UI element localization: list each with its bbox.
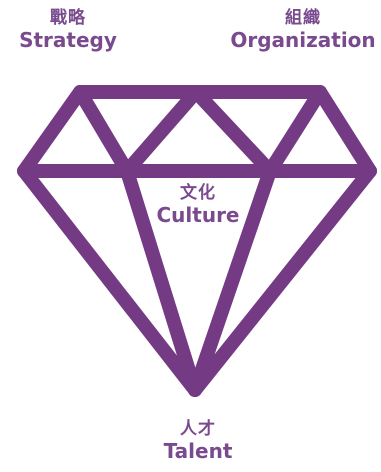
strategy-label: 戰略 Strategy <box>8 8 128 52</box>
talent-label-en: Talent <box>163 439 233 464</box>
organization-label: 組織 Organization <box>228 8 378 52</box>
culture-label: 文化 Culture <box>138 183 258 227</box>
culture-label-en: Culture <box>156 203 240 228</box>
strategy-label-zh: 戰略 <box>50 8 86 28</box>
strategy-label-en: Strategy <box>19 28 117 53</box>
diamond-outline <box>17 85 377 397</box>
talent-label: 人才 Talent <box>138 419 258 463</box>
diamond-pavilion-left-facet <box>120 164 202 397</box>
diamond-pavilion-right-facet <box>188 164 277 397</box>
talent-label-zh: 人才 <box>180 419 216 439</box>
diamond-crown-facets <box>73 85 327 178</box>
culture-label-zh: 文化 <box>180 183 216 203</box>
organization-label-zh: 組織 <box>285 8 321 28</box>
organization-label-en: Organization <box>230 28 376 53</box>
